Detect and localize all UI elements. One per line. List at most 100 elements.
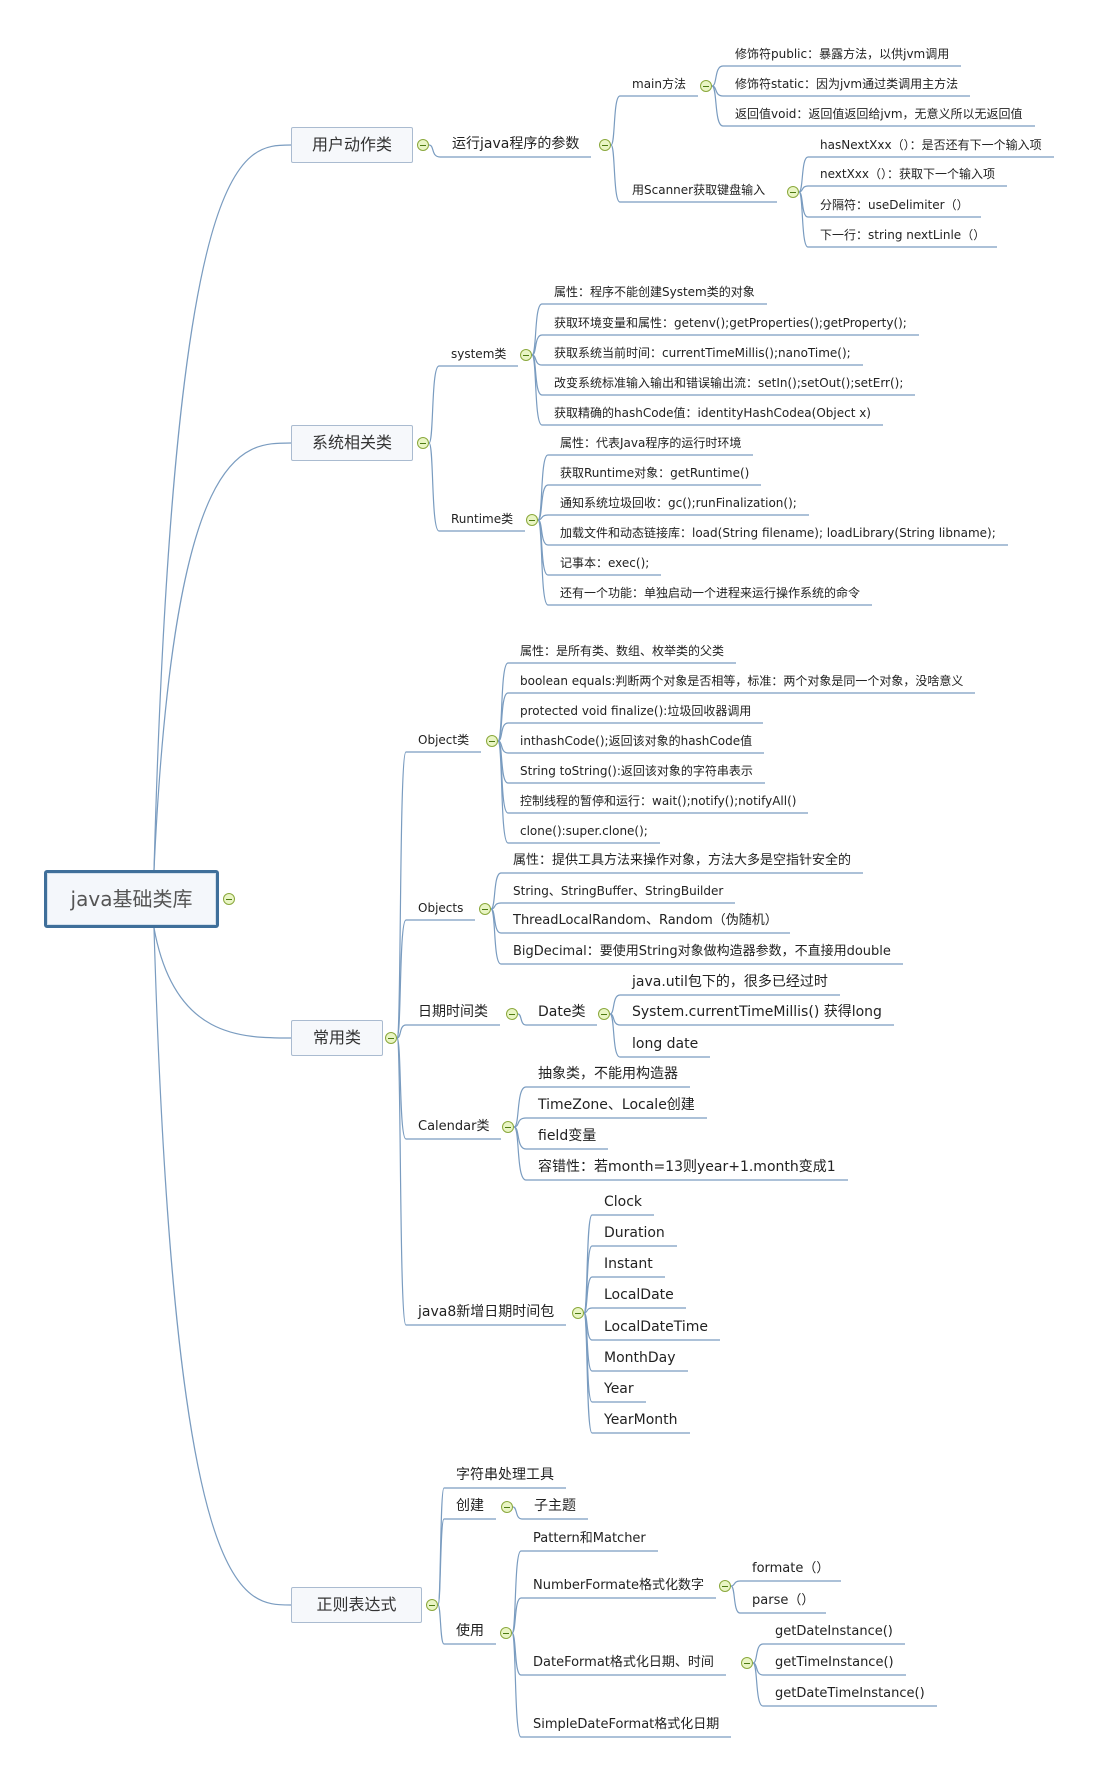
object-item-4[interactable]: inthashCode();返回该对象的hashCode值 [520,734,753,748]
calendar-collapse-icon[interactable] [502,1121,514,1133]
system-collapse-icon[interactable] [417,437,429,449]
objects-item-3[interactable]: ThreadLocalRandom、Random（伪随机） [513,913,778,928]
root-node[interactable]: java基础类库 [44,870,219,928]
system-item-3[interactable]: 获取系统当前时间：currentTimeMillis();nanoTime(); [554,346,851,360]
java8-item-monthday[interactable]: MonthDay [604,1350,676,1366]
topic-regex[interactable]: 正则表达式 [291,1587,422,1623]
main-item-3[interactable]: 返回值void：返回值返回给jvm，无意义所以无返回值 [735,107,1023,121]
object-item-1[interactable]: 属性：是所有类、数组、枚举类的父类 [520,644,725,658]
scanner-node[interactable]: 用Scanner获取键盘输入 [632,183,766,197]
scanner-collapse-icon[interactable] [787,186,799,198]
topic-user-actions[interactable]: 用户动作类 [291,127,413,163]
objects-item-4[interactable]: BigDecimal：要使用String对象做构造器参数，不直接用double [513,944,891,959]
date-item-3[interactable]: long date [632,1036,699,1052]
calendar-node[interactable]: Calendar类 [418,1119,490,1134]
object-item-7[interactable]: clone():super.clone(); [520,824,648,838]
date-format-item-1[interactable]: getDateInstance() [775,1624,893,1639]
runtime-item-4[interactable]: 加载文件和动态链接库：load(String filename); loadLi… [560,526,996,540]
connector [513,1086,527,1128]
java8-item-duration[interactable]: Duration [604,1225,665,1241]
scanner-item-3[interactable]: 分隔符：useDelimiter（） [820,198,969,212]
date-item-2[interactable]: System.currentTimeMillis() 获得long [632,1004,882,1020]
object-item-2[interactable]: boolean equals:判断两个对象是否相等，标准：两个对象是同一个对象，… [520,674,964,688]
system-item-5[interactable]: 获取精确的hashCode值：identityHashCodea(Object … [554,406,871,420]
number-item-formate[interactable]: formate（） [752,1561,830,1576]
system-class-node[interactable]: system类 [451,347,507,361]
calendar-item-1[interactable]: 抽象类，不能用构造器 [538,1066,678,1082]
main-method-collapse-icon[interactable] [700,80,712,92]
objects-item-1[interactable]: 属性：提供工具方法来操作对象，方法大多是空指针安全的 [513,853,852,868]
topic-common[interactable]: 常用类 [291,1020,383,1056]
number-format-collapse-icon[interactable] [719,1580,731,1592]
objects-collapse-icon[interactable] [479,903,491,915]
date-format-item-2[interactable]: getTimeInstance() [775,1655,894,1670]
runtime-class-collapse-icon[interactable] [526,514,538,526]
objects-item-2[interactable]: String、StringBuffer、StringBuilder [513,884,724,898]
datetime-collapse-icon[interactable] [506,1008,518,1020]
number-item-parse[interactable]: parse（） [752,1593,815,1608]
java8-item-yearmonth[interactable]: YearMonth [604,1412,678,1428]
runtime-item-3[interactable]: 通知系统垃圾回收：gc();runFinalization(); [560,496,797,510]
params-collapse-icon[interactable] [599,139,611,151]
root-collapse-icon[interactable] [223,893,235,905]
connector [798,191,809,248]
create-node[interactable]: 创建 [456,1498,484,1514]
object-item-5[interactable]: String toString():返回该对象的字符串表示 [520,764,753,778]
string-tool-node[interactable]: 字符串处理工具 [456,1467,554,1483]
runtime-item-5[interactable]: 记事本：exec(); [560,556,650,570]
date-class-node[interactable]: Date类 [538,1004,586,1020]
params-node[interactable]: 运行java程序的参数 [452,136,580,152]
objects-node[interactable]: Objects [418,901,464,915]
date-item-1[interactable]: java.util包下的，很多已经过时 [632,974,828,990]
datetime-node[interactable]: 日期时间类 [418,1004,488,1020]
java8-item-localdatetime[interactable]: LocalDateTime [604,1319,709,1335]
connector [583,1276,593,1314]
object-item-3[interactable]: protected void finalize():垃圾回收器调用 [520,704,752,718]
system-item-4[interactable]: 改变系统标准输入输出和错误输出流：setIn();setOut();setErr… [554,376,904,390]
regex-collapse-icon[interactable] [426,1599,438,1611]
user-collapse-icon[interactable] [417,139,429,151]
use-node[interactable]: 使用 [456,1623,484,1639]
subtopic-node[interactable]: 子主题 [534,1498,576,1514]
java8-node[interactable]: java8新增日期时间包 [418,1304,555,1320]
object-class-node[interactable]: Object类 [418,733,470,747]
system-class-collapse-icon[interactable] [520,349,532,361]
connector [537,454,549,521]
connector [511,1550,522,1634]
connector [531,303,543,356]
java8-item-clock[interactable]: Clock [604,1194,643,1210]
main-item-1[interactable]: 修饰符public：暴露方法，以供jvm调用 [735,47,950,61]
number-format-node[interactable]: NumberFormate格式化数字 [533,1578,705,1593]
date-format-item-3[interactable]: getDateTimeInstance() [775,1686,925,1701]
java8-item-instant[interactable]: Instant [604,1256,653,1272]
scanner-item-2[interactable]: nextXxx（）：获取下一个输入项 [820,167,996,181]
calendar-item-2[interactable]: TimeZone、Locale创建 [538,1097,695,1113]
use-collapse-icon[interactable] [500,1627,512,1639]
main-method-node[interactable]: main方法 [632,77,686,91]
pattern-node[interactable]: Pattern和Matcher [533,1531,646,1546]
common-collapse-icon[interactable] [385,1032,397,1044]
date-format-node[interactable]: DateFormat格式化日期、时间 [533,1655,714,1670]
create-collapse-icon[interactable] [501,1501,513,1513]
runtime-item-2[interactable]: 获取Runtime对象：getRuntime() [560,466,750,480]
scanner-item-1[interactable]: hasNextXxx（）：是否还有下一个输入项 [820,138,1042,152]
simple-date-format-node[interactable]: SimpleDateFormat格式化日期 [533,1717,720,1732]
date-format-collapse-icon[interactable] [741,1657,753,1669]
main-item-2[interactable]: 修饰符static：因为jvm通过类调用主方法 [735,77,959,91]
date-class-collapse-icon[interactable] [598,1008,610,1020]
topic-system[interactable]: 系统相关类 [291,425,413,461]
java8-item-localdate[interactable]: LocalDate [604,1287,674,1303]
runtime-class-node[interactable]: Runtime类 [451,512,514,526]
system-item-1[interactable]: 属性：程序不能创建System类的对象 [554,285,755,299]
calendar-item-4[interactable]: 容错性：若month=13则year+1.month变成1 [538,1159,836,1175]
scanner-item-4[interactable]: 下一行：string nextLinle（） [820,228,986,242]
object-item-6[interactable]: 控制线程的暂停和运行：wait();notify();notifyAll() [520,794,797,808]
runtime-item-6[interactable]: 还有一个功能：单独启动一个进程来运行操作系统的命令 [560,586,861,600]
object-class-collapse-icon[interactable] [486,735,498,747]
runtime-item-1[interactable]: 属性：代表Java程序的运行时环境 [560,436,742,450]
java8-item-year[interactable]: Year [604,1381,634,1397]
system-item-2[interactable]: 获取环境变量和属性：getenv();getProperties();getPr… [554,316,907,330]
connector [497,740,509,844]
calendar-item-3[interactable]: field变量 [538,1128,597,1144]
java8-collapse-icon[interactable] [572,1307,584,1319]
